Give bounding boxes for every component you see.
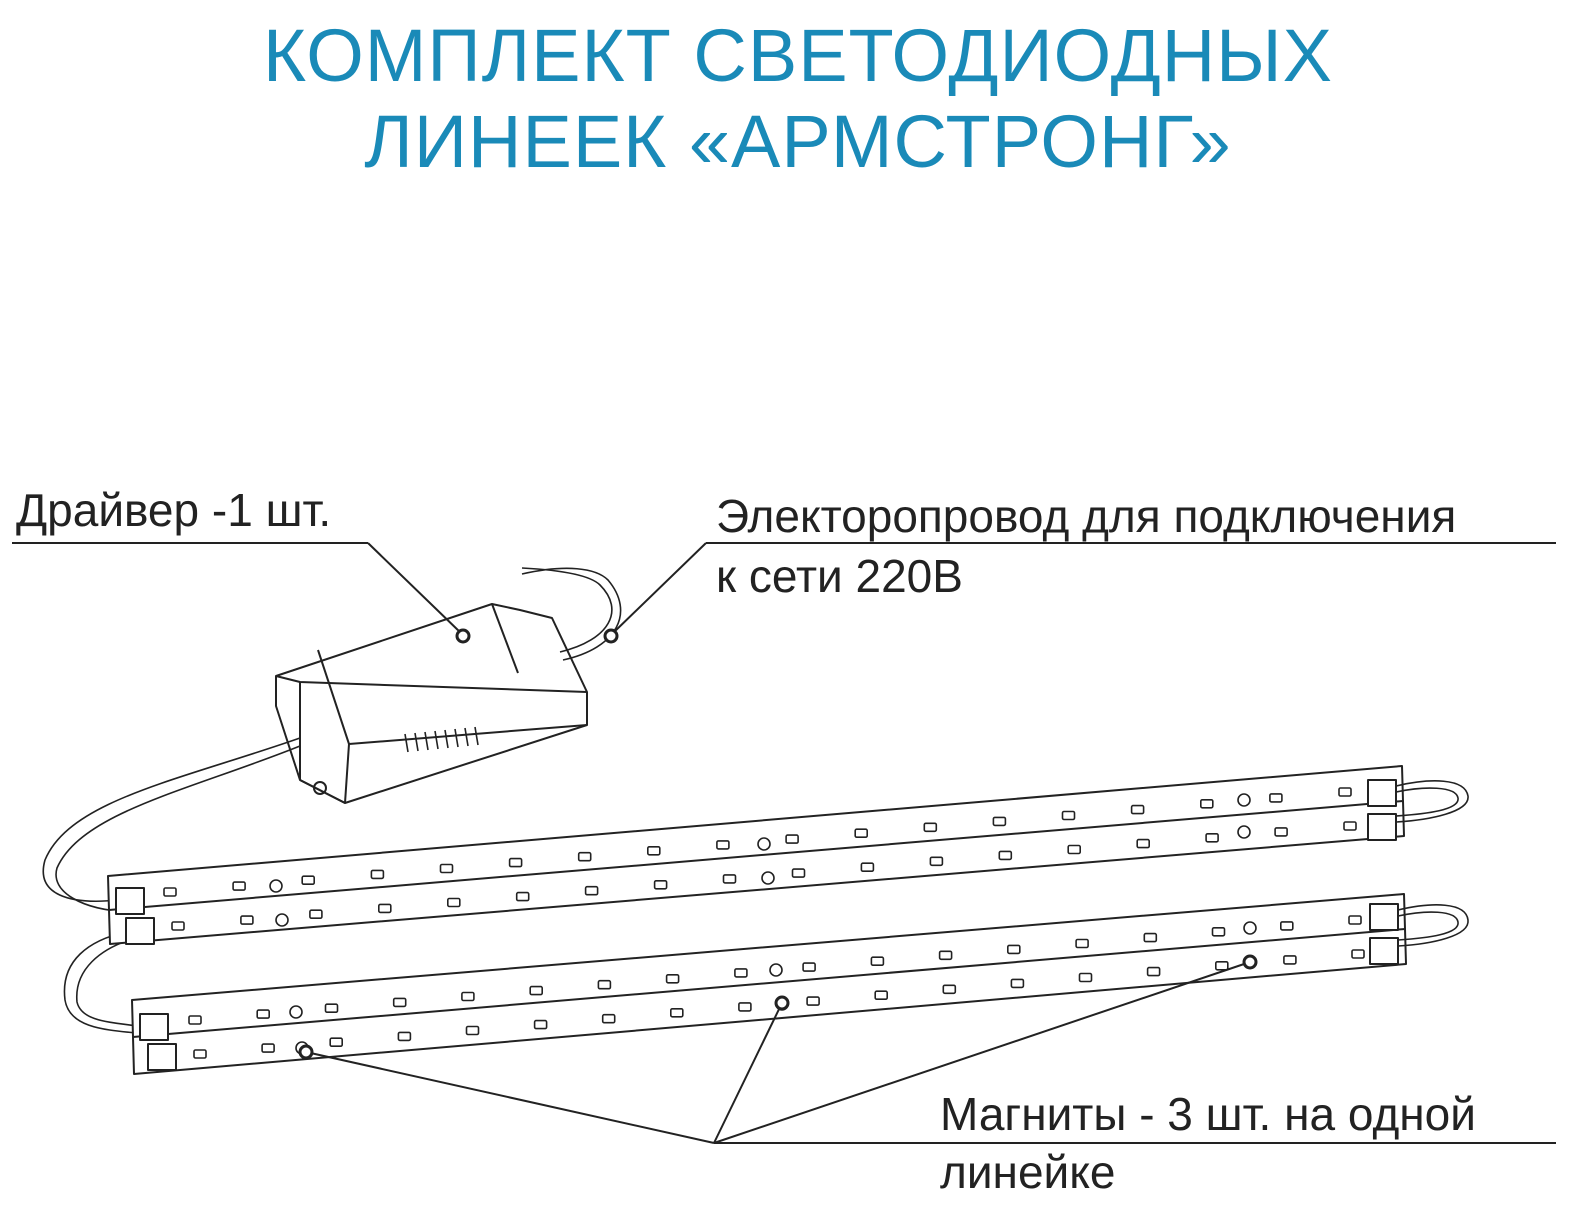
magnets-label-line-2: линейке: [940, 1146, 1116, 1198]
led-chip: [1215, 960, 1229, 971]
led-chip: [716, 840, 730, 850]
driver-label: Драйвер -1 шт.: [16, 484, 332, 536]
driver-unit: [275, 603, 588, 804]
led-chip: [1136, 838, 1150, 849]
led-chip: [515, 891, 530, 902]
magnet: [289, 1005, 303, 1019]
led-chip: [738, 1002, 752, 1012]
mains-wires: [521, 567, 622, 661]
magnet: [1237, 825, 1251, 839]
led-chip: [1283, 955, 1297, 965]
led-chip: [1078, 972, 1093, 983]
led-chip: [446, 897, 461, 908]
led-chip: [577, 851, 592, 862]
led-chip: [377, 903, 392, 914]
led-chip: [1343, 821, 1357, 831]
cable-label-line-1: Электоропровод для подключения: [716, 490, 1457, 542]
led-chip: [653, 879, 668, 890]
led-chip: [533, 1019, 548, 1030]
led-chip: [370, 869, 385, 880]
output-wires: [42, 737, 301, 1035]
led-chip: [329, 1037, 344, 1047]
led-chip: [1006, 944, 1021, 955]
led-chip: [665, 973, 680, 984]
led-chips: [163, 787, 1365, 1059]
led-chip: [1067, 844, 1081, 855]
led-chip: [1075, 938, 1089, 949]
led-chip: [465, 1025, 480, 1036]
led-chip: [309, 909, 323, 920]
led-chip: [806, 996, 820, 1006]
led-chip: [397, 1031, 412, 1042]
led-chip: [722, 874, 737, 884]
led-chip: [508, 857, 523, 868]
magnet: [757, 837, 771, 851]
led-chip: [854, 828, 869, 839]
led-chip: [923, 822, 938, 833]
led-chip: [785, 834, 799, 844]
magnet: [761, 871, 775, 885]
magnet: [1243, 921, 1257, 935]
led-strip-pair-1: [107, 765, 1469, 945]
led-chip: [392, 997, 407, 1008]
led-chip: [601, 1013, 616, 1024]
led-chip: [1205, 832, 1219, 843]
led-chip: [669, 1007, 684, 1018]
led-chip: [1211, 926, 1226, 937]
led-chip: [1061, 810, 1076, 821]
led-chip: [1280, 921, 1294, 931]
magnet: [275, 913, 289, 927]
led-chip: [734, 968, 748, 978]
led-chip: [461, 991, 475, 1002]
led-chip: [171, 921, 185, 931]
led-chip: [232, 881, 246, 891]
led-chip: [998, 850, 1013, 861]
led-chip: [929, 856, 944, 867]
led-chip: [1274, 827, 1288, 837]
led-chip: [942, 984, 957, 995]
led-chip: [193, 1049, 207, 1059]
led-chip: [1143, 932, 1158, 943]
led-chip: [1146, 966, 1161, 977]
led-chip: [802, 962, 816, 972]
led-chip: [188, 1015, 202, 1025]
led-chip: [261, 1043, 275, 1053]
cable-label-line-2: к сети 220В: [716, 550, 963, 602]
led-chip: [791, 868, 806, 878]
led-chip: [1130, 804, 1145, 815]
magnet: [769, 963, 783, 977]
callout-leaders: [12, 542, 1556, 1144]
led-chip: [646, 845, 661, 856]
led-chip: [597, 979, 612, 990]
title-line-2: ЛИНЕЕК «АРМСТРОНГ»: [364, 100, 1232, 183]
led-chip: [584, 885, 599, 896]
led-chip: [1010, 978, 1025, 989]
led-chip: [1351, 949, 1365, 959]
led-chip: [860, 862, 875, 873]
magnet: [1237, 793, 1251, 807]
magnet: [269, 879, 283, 893]
led-chip: [163, 887, 177, 897]
led-chip: [870, 956, 885, 967]
magnets-label-line-1: Магниты - 3 шт. на одной: [940, 1088, 1476, 1140]
led-chip: [1338, 787, 1352, 797]
led-chip: [529, 985, 544, 996]
title-line-1: КОМПЛЕКТ СВЕТОДИОДНЫХ: [262, 14, 1334, 97]
led-chip: [324, 1003, 339, 1014]
led-chip: [1348, 915, 1362, 925]
led-chip: [256, 1009, 271, 1019]
led-chip: [992, 816, 1007, 827]
led-chip: [1269, 793, 1283, 803]
led-chip: [439, 863, 454, 874]
led-chip: [1200, 798, 1214, 809]
led-chip: [938, 950, 953, 961]
led-chip: [874, 990, 889, 1001]
led-chip: [240, 915, 254, 925]
led-chip: [301, 875, 316, 886]
